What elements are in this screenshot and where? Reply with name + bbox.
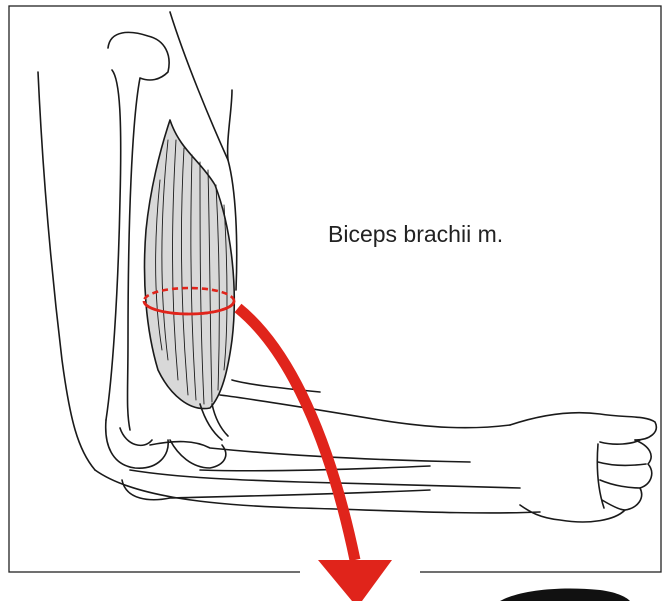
muscle-label: Biceps brachii m. (328, 221, 503, 247)
next-figure-fragment (500, 588, 630, 601)
arrow-down-icon (238, 308, 392, 601)
arm-illustration (38, 12, 656, 522)
